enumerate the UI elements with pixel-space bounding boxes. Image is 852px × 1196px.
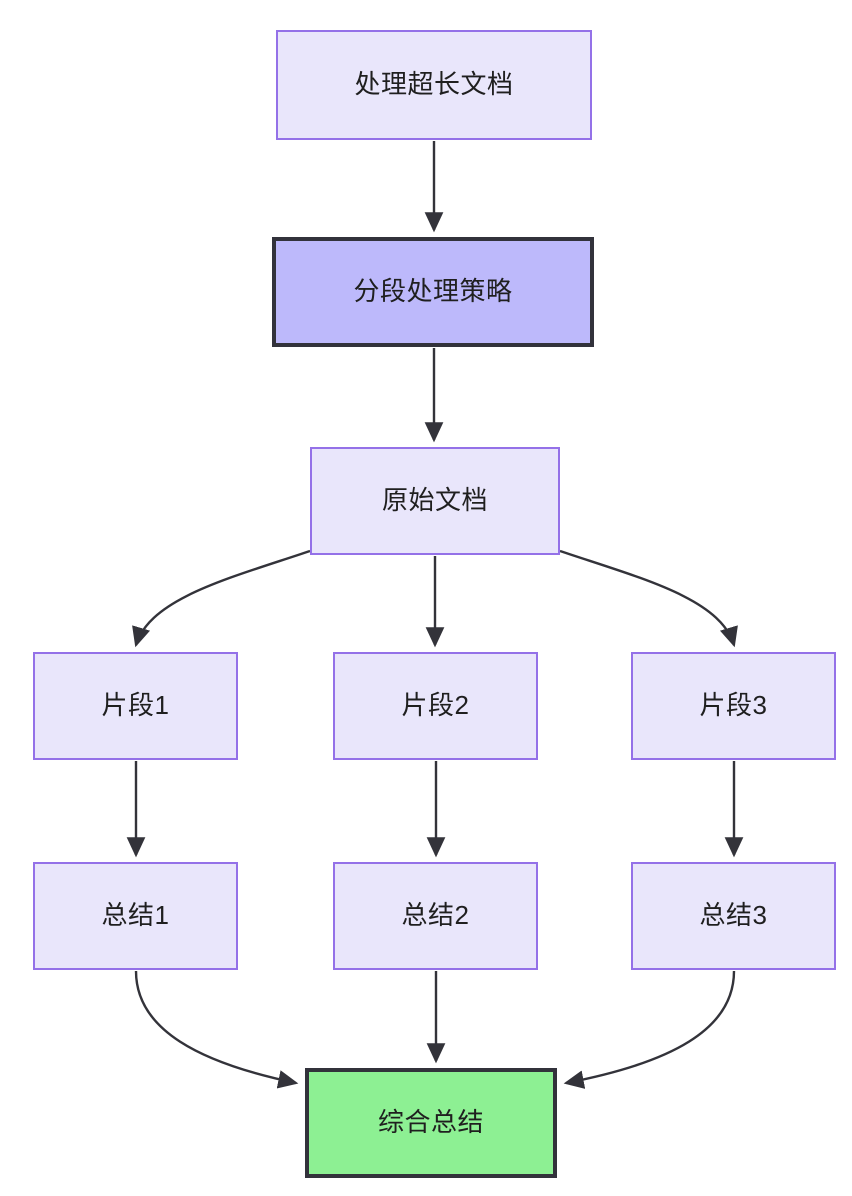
node-fragment-2[interactable]: 片段2 [333,652,538,760]
node-label: 总结2 [401,900,470,931]
node-summary-2[interactable]: 总结2 [333,862,538,970]
node-label: 片段3 [699,690,768,721]
node-label: 处理超长文档 [354,69,514,100]
node-label: 片段2 [401,690,470,721]
node-label: 片段1 [101,690,170,721]
edge-original-doc-to-fragment-1 [132,549,311,648]
edge-original-doc-to-fragment-3 [559,549,738,648]
node-label: 总结3 [699,900,768,931]
node-fragment-3[interactable]: 片段3 [631,652,836,760]
node-process-long-doc[interactable]: 处理超长文档 [276,30,592,140]
node-label: 综合总结 [377,1107,484,1138]
node-label: 总结1 [101,900,170,931]
edge-summary-1-to-final-summary [134,970,299,1089]
edge-summary-3-to-final-summary [563,970,736,1089]
node-summary-3[interactable]: 总结3 [631,862,836,970]
node-original-doc[interactable]: 原始文档 [310,447,560,555]
node-summary-1[interactable]: 总结1 [33,862,238,970]
node-final-summary[interactable]: 综合总结 [305,1068,557,1178]
node-fragment-1[interactable]: 片段1 [33,652,238,760]
node-label: 分段处理策略 [353,276,513,307]
node-label: 原始文档 [381,485,488,516]
node-chunk-strategy[interactable]: 分段处理策略 [272,237,594,347]
